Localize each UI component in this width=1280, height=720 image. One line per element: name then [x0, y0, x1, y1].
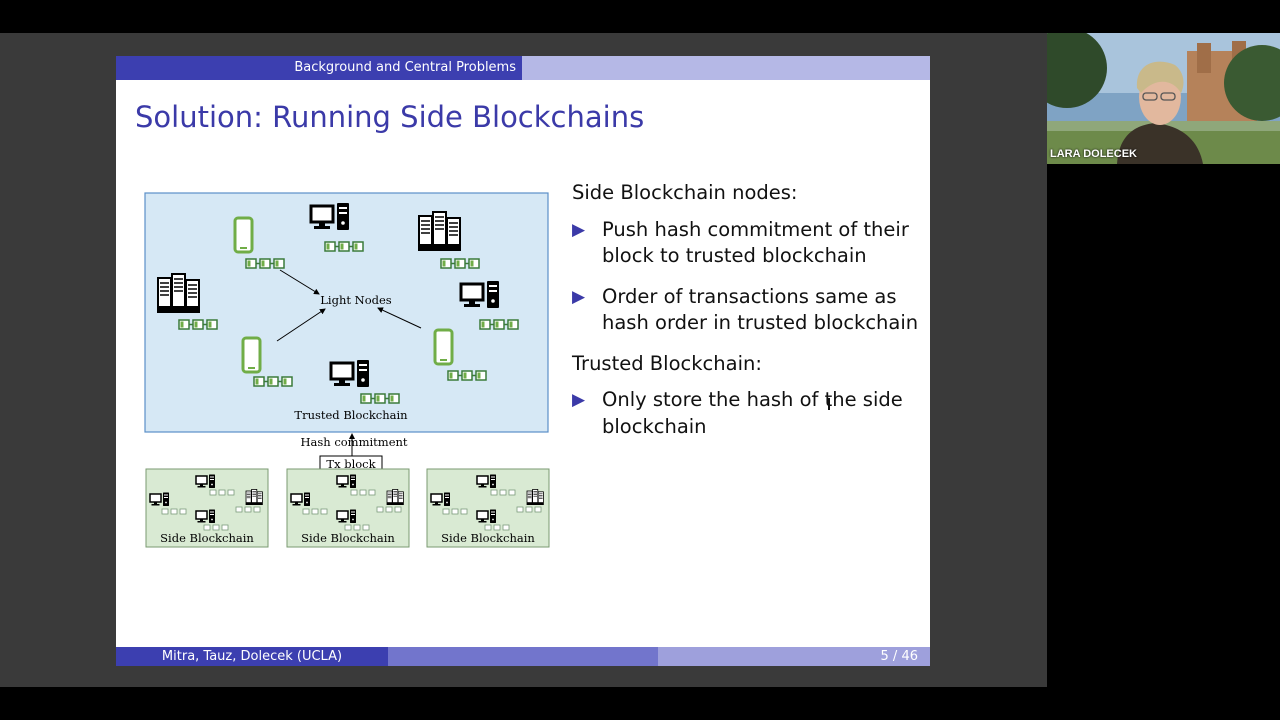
- blockchain-diagram: Light Nodes Trusted Blockchain Hash comm…: [144, 192, 551, 548]
- bullet-item: ▶ Push hash commitment of their block to…: [572, 217, 922, 270]
- trusted-blockchain-panel: [144, 192, 549, 433]
- bullet-arrow-icon: ▶: [572, 286, 586, 307]
- section-title: Background and Central Problems: [294, 60, 516, 75]
- text-cursor-icon: [828, 398, 830, 410]
- webcam-tile[interactable]: LARA DOLECEK: [1047, 33, 1280, 164]
- chain-icon: [360, 393, 400, 404]
- bullet-text: Push hash commitment of their block to t…: [602, 217, 909, 268]
- slide-bullets: Side Blockchain nodes: ▶ Push hash commi…: [572, 180, 922, 454]
- chain-icon: [479, 319, 519, 330]
- side-blockchain-label: Side Blockchain: [160, 531, 254, 545]
- bullet-text: Only store the hash of the side blockcha…: [602, 388, 903, 438]
- bullet-text: Order of transactions same as hash order…: [602, 284, 919, 335]
- hash-commitment-label: Hash commitment: [300, 435, 407, 449]
- phone-icon: [233, 216, 254, 254]
- tx-block-label: Tx block: [326, 457, 376, 471]
- server-icon: [157, 273, 200, 313]
- light-nodes-label: Light Nodes: [320, 293, 392, 307]
- slide-title: Solution: Running Side Blockchains: [135, 100, 645, 134]
- bullet-arrow-icon: ▶: [572, 219, 586, 240]
- bullet-item: ▶ Only store the hash of the side blockc…: [572, 387, 922, 440]
- section-heading: Side Blockchain nodes:: [572, 181, 798, 204]
- server-icon: [418, 211, 461, 251]
- chain-icon: [447, 370, 487, 381]
- chain-icon: [253, 376, 293, 387]
- footer-bar: Mitra, Tauz, Dolecek (UCLA) 5 / 46: [116, 647, 930, 666]
- chain-icon: [245, 258, 285, 269]
- side-blockchain-label: Side Blockchain: [301, 531, 395, 545]
- webcam-video: [1047, 33, 1280, 164]
- side-blockchain-label: Side Blockchain: [441, 531, 535, 545]
- slide: Background and Central Problems Solution…: [116, 56, 930, 666]
- bullet-arrow-icon: ▶: [572, 390, 586, 410]
- page-number: 5 / 46: [880, 649, 918, 664]
- phone-icon: [433, 328, 454, 366]
- footer-authors: Mitra, Tauz, Dolecek (UCLA): [116, 647, 388, 666]
- section-heading: Trusted Blockchain:: [572, 351, 762, 375]
- trusted-blockchain-label: Trusted Blockchain: [294, 408, 408, 422]
- participant-name: LARA DOLECEK: [1050, 148, 1137, 160]
- phone-icon: [241, 336, 262, 374]
- bullet-item: ▶ Order of transactions same as hash ord…: [572, 284, 922, 337]
- chain-icon: [178, 319, 218, 330]
- header-bar: Background and Central Problems: [116, 56, 930, 80]
- chain-icon: [324, 241, 364, 252]
- chain-icon: [440, 258, 480, 269]
